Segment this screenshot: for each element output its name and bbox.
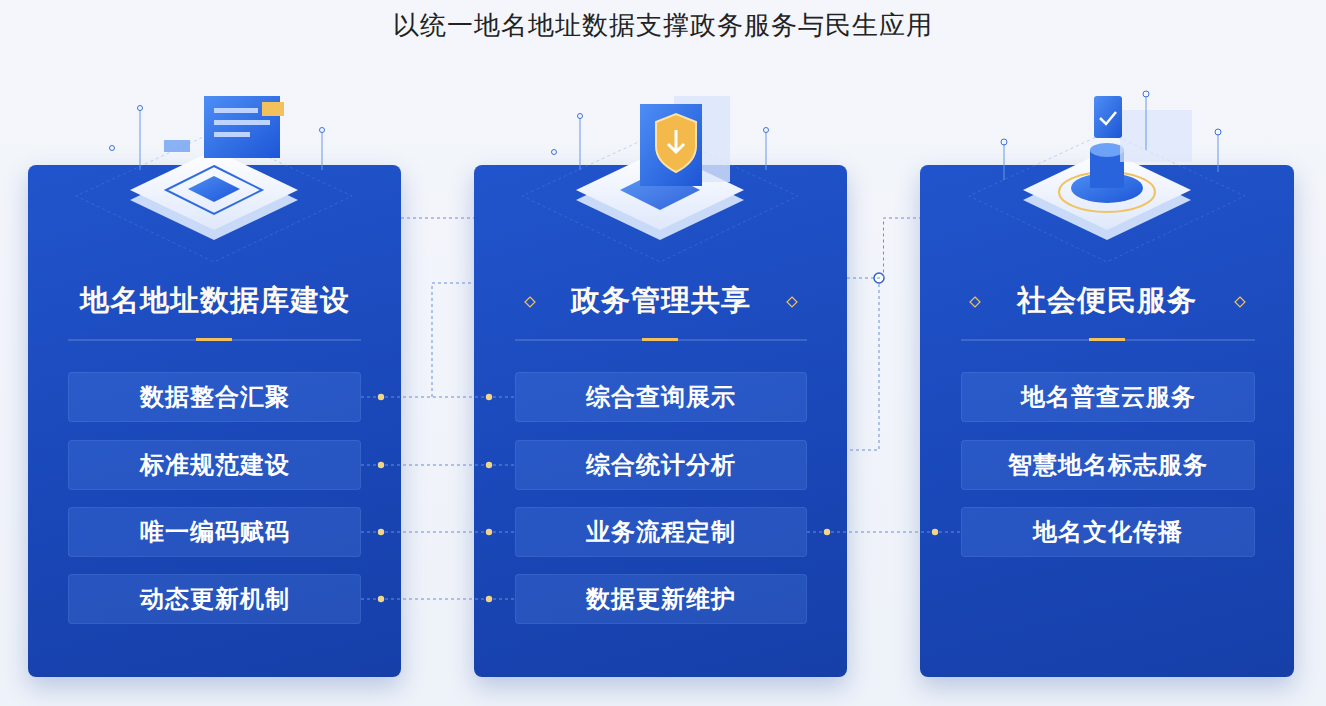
item-box: 综合统计分析 bbox=[515, 440, 807, 490]
item-box: 数据整合汇聚 bbox=[68, 372, 361, 422]
item-box: 业务流程定制 bbox=[515, 507, 807, 557]
shield-icon bbox=[522, 96, 798, 262]
dotted-connector bbox=[401, 218, 474, 219]
item-label: 综合统计分析 bbox=[586, 449, 736, 481]
connector-dot bbox=[486, 596, 492, 602]
connector-dot bbox=[486, 394, 492, 400]
dotted-connector bbox=[807, 532, 961, 533]
junction-circle bbox=[874, 273, 884, 283]
item-label: 智慧地名标志服务 bbox=[1008, 449, 1208, 481]
connector-dot bbox=[378, 394, 384, 400]
item-box: 标准规范建设 bbox=[68, 440, 361, 490]
connector-dot bbox=[378, 529, 384, 535]
dotted-connector bbox=[361, 599, 515, 600]
service-icon bbox=[969, 91, 1245, 262]
item-label: 地名文化传播 bbox=[1033, 516, 1183, 548]
item-box: 地名普查云服务 bbox=[961, 372, 1255, 422]
dotted-connector bbox=[361, 532, 515, 533]
item-box: 地名文化传播 bbox=[961, 507, 1255, 557]
connector-dot bbox=[824, 529, 830, 535]
header-underline bbox=[68, 338, 1255, 341]
item-label: 动态更新机制 bbox=[140, 583, 290, 615]
item-label: 标准规范建设 bbox=[140, 449, 290, 481]
connector-dot bbox=[378, 462, 384, 468]
header-diamond bbox=[525, 297, 1245, 307]
item-box: 综合查询展示 bbox=[515, 372, 807, 422]
item-label: 唯一编码赋码 bbox=[140, 516, 290, 548]
item-box: 智慧地名标志服务 bbox=[961, 440, 1255, 490]
item-label: 地名普查云服务 bbox=[1021, 381, 1196, 413]
database-icon bbox=[76, 96, 352, 262]
dotted-connector bbox=[361, 397, 515, 398]
item-box: 动态更新机制 bbox=[68, 574, 361, 624]
panel-heading: 政务管理共享 bbox=[474, 281, 847, 321]
dotted-connector bbox=[847, 218, 920, 278]
item-label: 综合查询展示 bbox=[586, 381, 736, 413]
column-panel: 社会便民服务地名普查云服务智慧地名标志服务地名文化传播 bbox=[920, 165, 1294, 677]
item-label: 数据更新维护 bbox=[586, 583, 736, 615]
item-box: 数据更新维护 bbox=[515, 574, 807, 624]
item-box: 唯一编码赋码 bbox=[68, 507, 361, 557]
connector-dot bbox=[932, 529, 938, 535]
connector-dot bbox=[378, 596, 384, 602]
column-panel: 政务管理共享综合查询展示综合统计分析业务流程定制数据更新维护 bbox=[474, 165, 847, 677]
item-label: 数据整合汇聚 bbox=[140, 381, 290, 413]
panel-heading: 社会便民服务 bbox=[920, 281, 1294, 321]
panel-heading: 地名地址数据库建设 bbox=[28, 281, 401, 321]
column-panel: 地名地址数据库建设数据整合汇聚标准规范建设唯一编码赋码动态更新机制 bbox=[28, 165, 401, 677]
leader-line bbox=[432, 278, 879, 450]
connector-dot bbox=[486, 462, 492, 468]
item-label: 业务流程定制 bbox=[586, 516, 736, 548]
diagram-title: 以统一地名地址数据支撑政务服务与民生应用 bbox=[0, 8, 1326, 43]
connector-dot bbox=[486, 529, 492, 535]
dotted-connector bbox=[361, 465, 515, 466]
